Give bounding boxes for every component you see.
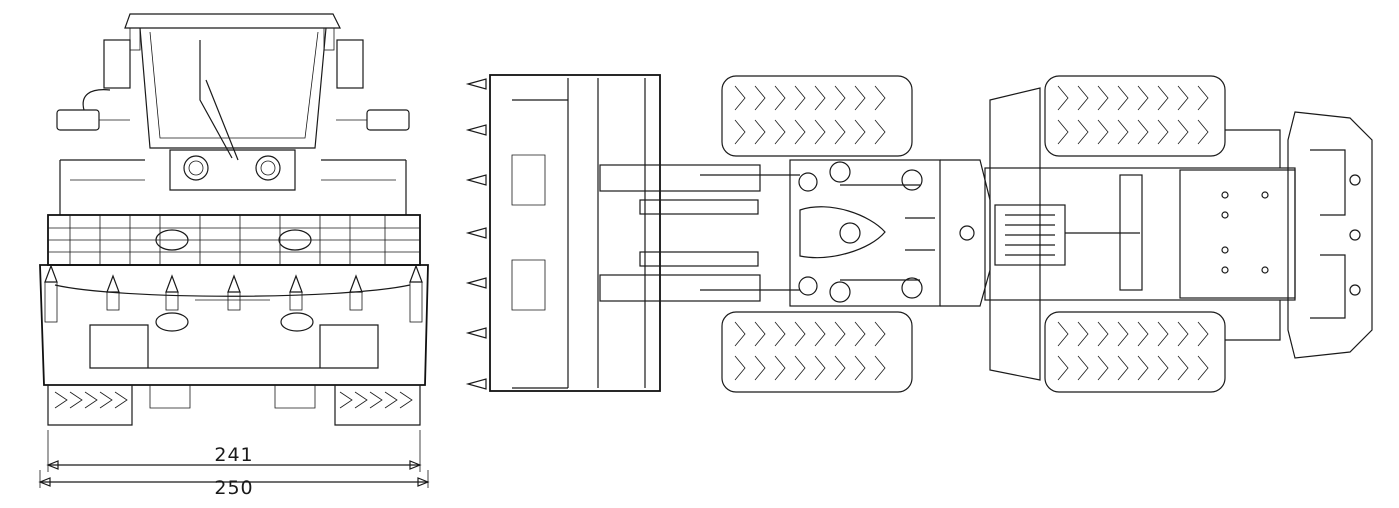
dimension-label-241: 241 <box>214 444 253 466</box>
dimension-label-250: 250 <box>214 477 253 499</box>
top-view-bucket <box>465 74 661 392</box>
rear-right-tire <box>1044 311 1226 393</box>
front-left-tire <box>721 75 913 157</box>
front-right-tire <box>721 311 913 393</box>
front-view <box>39 13 429 426</box>
dimension-lines <box>38 430 430 488</box>
top-view <box>465 74 1373 393</box>
rear-left-tire <box>1044 75 1226 157</box>
